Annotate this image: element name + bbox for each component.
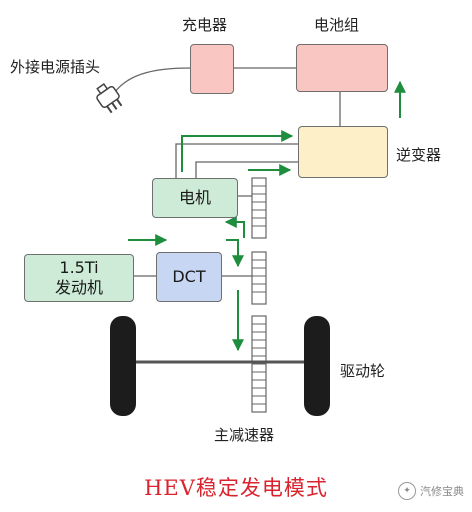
charger-label: 充电器 bbox=[182, 16, 228, 34]
gear-motor-flow bbox=[224, 216, 245, 238]
diagram-caption: HEV稳定发电模式 bbox=[144, 476, 328, 500]
gear-column-upper bbox=[251, 177, 267, 239]
external-plug-label: 外接电源插头 bbox=[10, 58, 101, 76]
plug-cable bbox=[114, 67, 191, 93]
inverter-motor-line-2 bbox=[195, 161, 298, 178]
watermark: ✦ 汽修宝典 bbox=[398, 482, 464, 500]
motor-inverter-flow-1 bbox=[181, 130, 294, 172]
inverter-label: 逆变器 bbox=[396, 146, 442, 164]
dct-gear-flow bbox=[226, 239, 244, 268]
inverter-box bbox=[298, 126, 388, 178]
motor-box: 电机 bbox=[152, 178, 238, 218]
final-drive-label: 主减速器 bbox=[214, 426, 275, 444]
dct-box: DCT bbox=[156, 252, 222, 302]
motor-inverter-flow-2 bbox=[202, 170, 204, 172]
left-wheel bbox=[110, 316, 136, 416]
dct-label: DCT bbox=[172, 267, 206, 286]
motor-label: 电机 bbox=[178, 188, 211, 207]
battery-pack-label: 电池组 bbox=[314, 16, 360, 34]
gear-column-lower bbox=[251, 315, 267, 413]
engine-box: 1.5Ti 发动机 bbox=[24, 254, 134, 302]
plug-icon bbox=[96, 83, 123, 114]
charger-box bbox=[190, 44, 234, 94]
gear-column-middle bbox=[251, 251, 267, 305]
watermark-text: 汽修宝典 bbox=[420, 485, 464, 498]
watermark-logo-icon: ✦ bbox=[398, 482, 416, 500]
engine-label-line2: 发动机 bbox=[54, 278, 103, 297]
right-wheel bbox=[304, 316, 330, 416]
inverter-motor-line-1 bbox=[175, 143, 298, 178]
drive-wheel-label: 驱动轮 bbox=[340, 362, 386, 380]
engine-label-line1: 1.5Ti bbox=[59, 258, 99, 277]
battery-pack-box bbox=[296, 44, 388, 92]
